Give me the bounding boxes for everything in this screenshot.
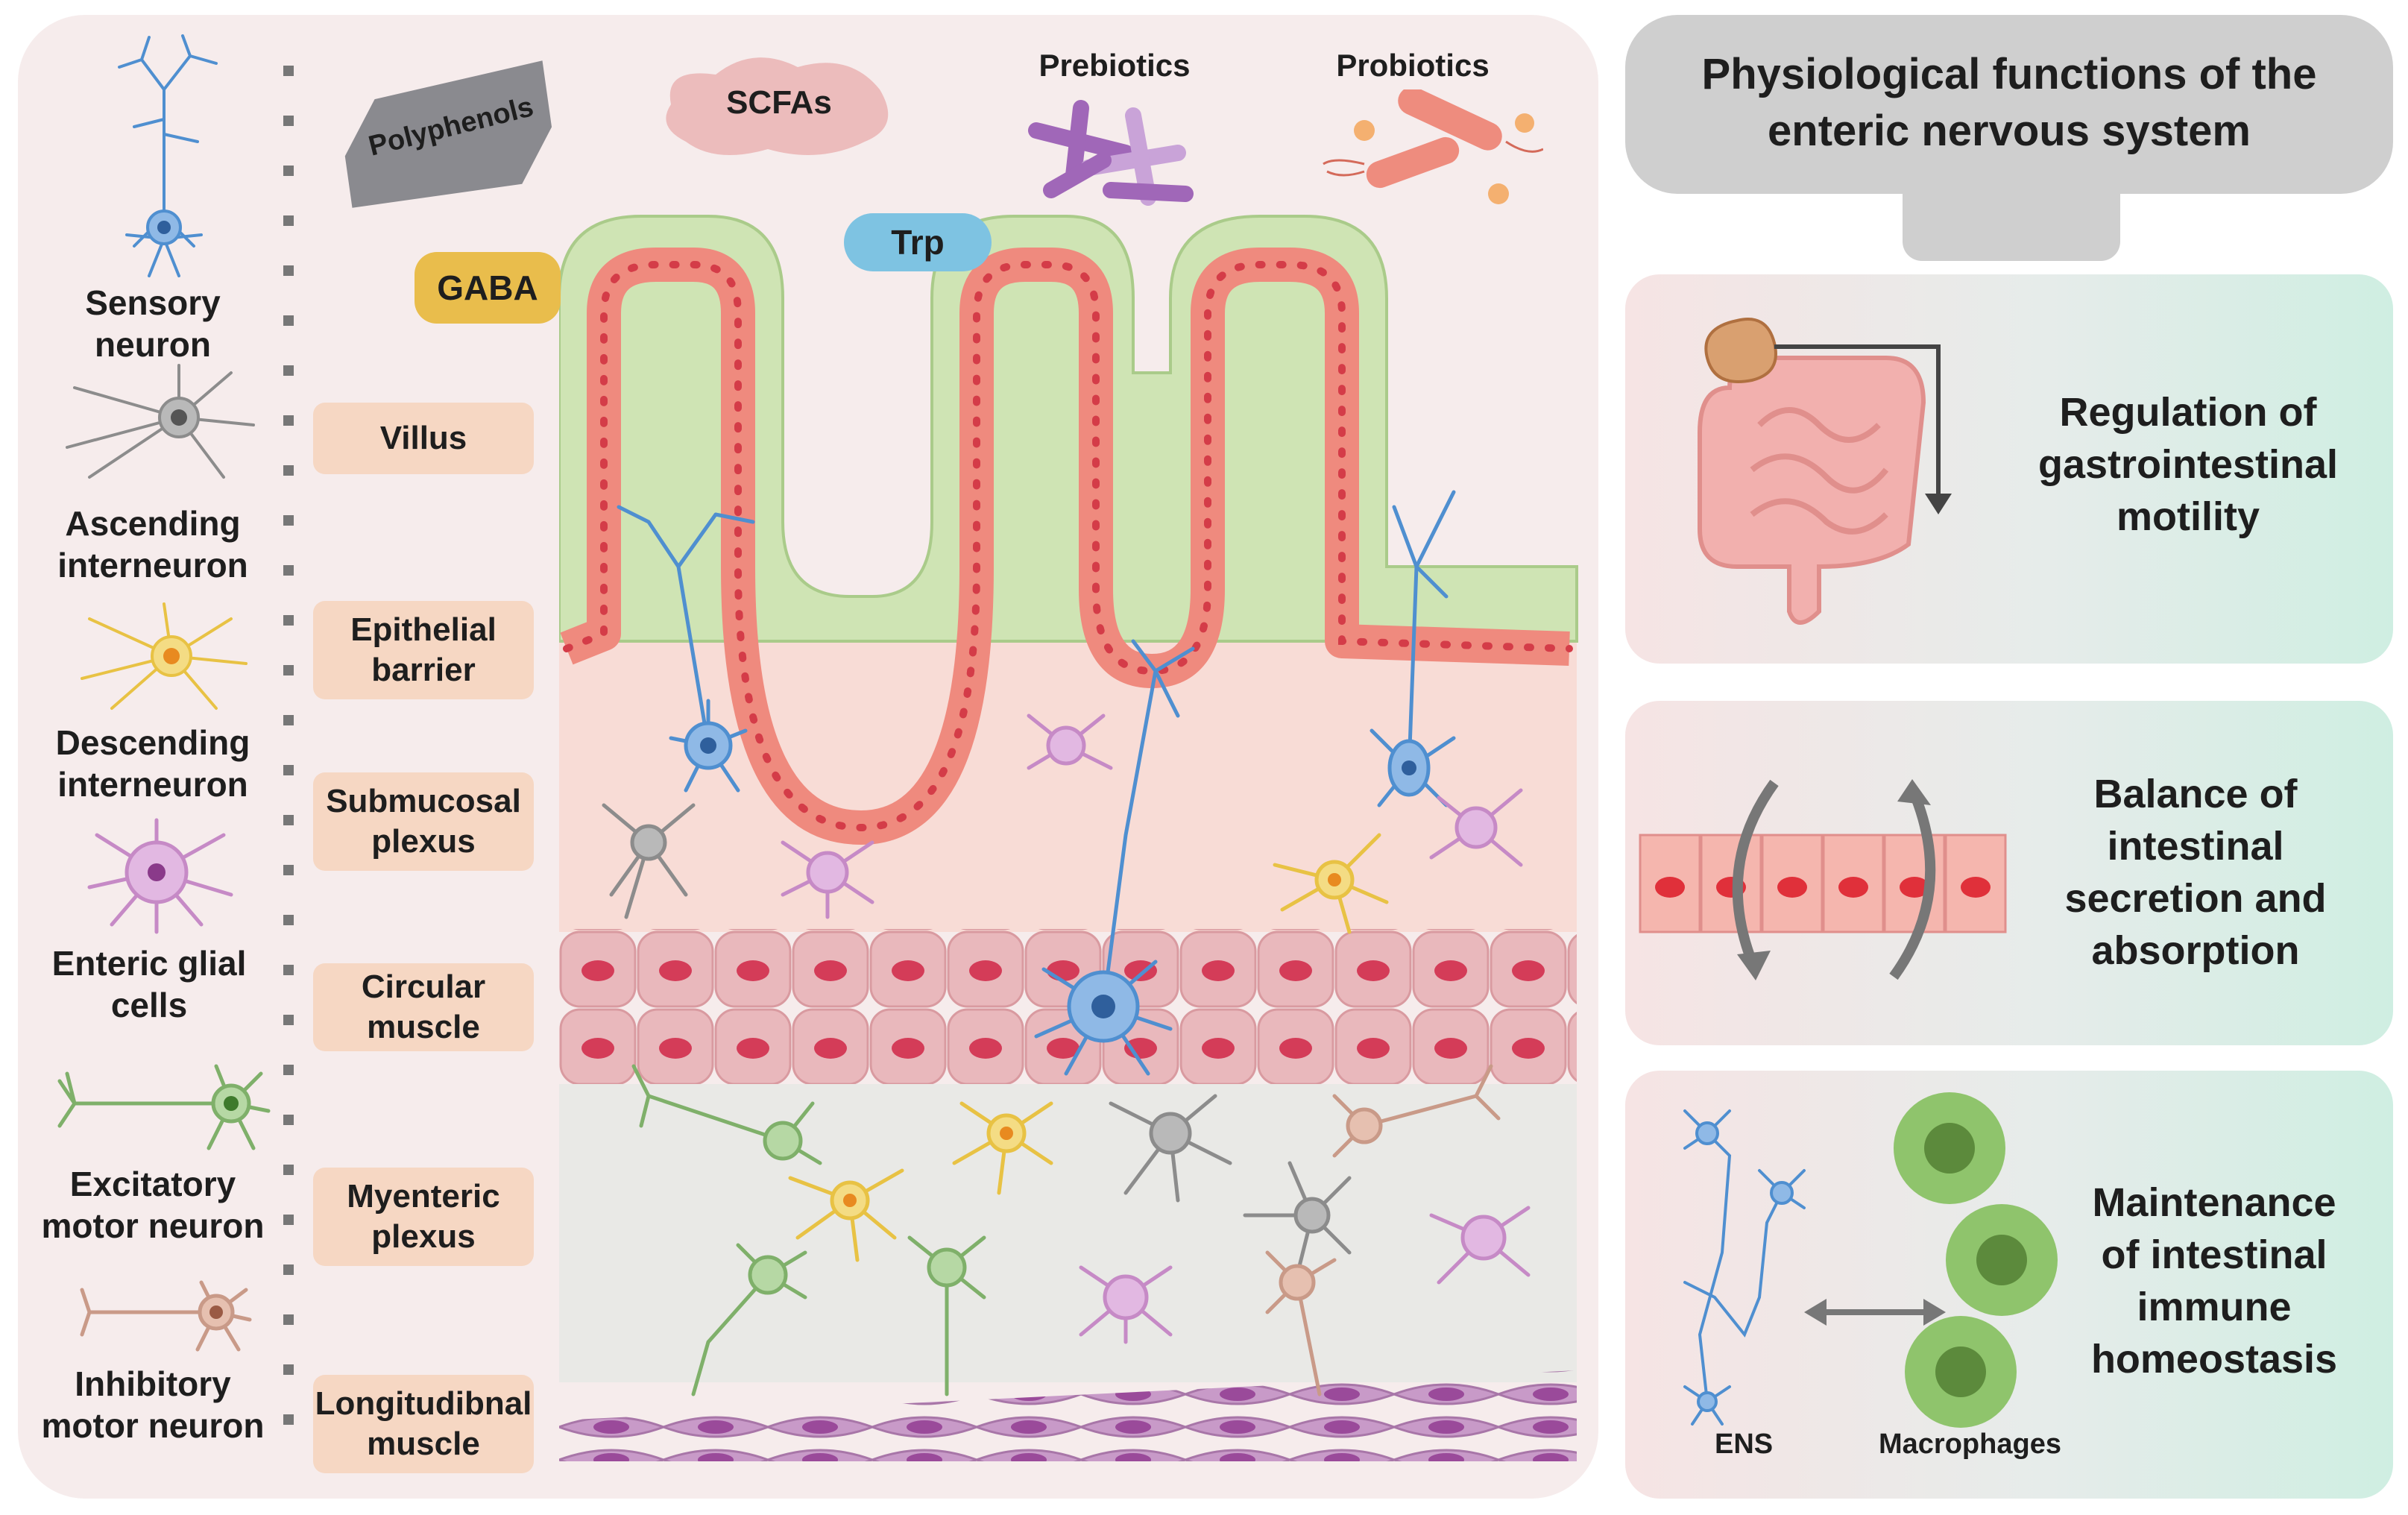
- separator-dot: [283, 1215, 294, 1225]
- intestine-icon: [1698, 318, 1952, 625]
- epithelial-cells-icon: [1639, 779, 2007, 980]
- separator-dot: [283, 965, 294, 975]
- macrophage-cells: [1894, 1092, 2058, 1428]
- separator-dot: [283, 415, 294, 426]
- separator-dot: [283, 1364, 294, 1375]
- inhibitory-motor-neuron-label: Inhibitory motor neuron: [41, 1364, 265, 1445]
- absorption-arrow-head: [1737, 951, 1771, 980]
- mucus-layer: [559, 215, 1578, 643]
- separator-dot: [283, 1065, 294, 1075]
- separator-dot: [283, 1015, 294, 1025]
- myenteric-region: [559, 1084, 1577, 1382]
- intestinal-wall-diagram: [559, 215, 1578, 1461]
- sensory-neuron-label: Sensory neuron: [85, 283, 221, 364]
- epithelium: [560, 248, 1570, 845]
- separator-dot: [283, 166, 294, 176]
- functions-title-stem: [1903, 179, 2120, 261]
- cell-nucleus: [1838, 877, 1868, 898]
- gaba-label: GABA: [415, 252, 561, 324]
- excitatory-motor-neuron-label: Excitatory motor neuron: [41, 1165, 265, 1245]
- separator-dot: [283, 1115, 294, 1125]
- sensory-neuron-tissue-left: [617, 505, 755, 793]
- separator-dot: [283, 116, 294, 126]
- probiotics-icon: [1323, 89, 1543, 204]
- separator-dot: [283, 565, 294, 576]
- cell-nucleus: [1777, 877, 1807, 898]
- separator-dot: [283, 1314, 294, 1325]
- ens-macrophage-icon: [1683, 1092, 2058, 1428]
- separator-dot: [283, 715, 294, 725]
- functions-title: Physiological functions of the enteric n…: [1701, 50, 2317, 155]
- separator-dot: [283, 365, 294, 376]
- scfas-icon: [666, 57, 889, 155]
- enteric-glial-cells-label: Enteric glial cells: [51, 944, 247, 1024]
- separator-dot: [283, 465, 294, 476]
- cell-nucleus: [1655, 877, 1685, 898]
- separator-dot: [283, 1264, 294, 1275]
- longitudinal-muscle-band: [559, 1370, 1577, 1461]
- neuron-legend-icons: [57, 34, 271, 1352]
- separator-dot: [283, 515, 294, 526]
- inhibitory-motor-neuron-icon: [80, 1280, 252, 1352]
- layer-epithelial-barrier: Epithelial barrier: [313, 601, 534, 699]
- macrophages-label: Macrophages: [1879, 1429, 2061, 1460]
- layer-myenteric-plexus: Myenteric plexus: [313, 1168, 534, 1266]
- separator-dot: [283, 66, 294, 76]
- separator-dot: [283, 865, 294, 875]
- ascending-interneuron-tissue: [602, 803, 1352, 1277]
- separator-dot: [283, 315, 294, 326]
- sensory-neuron-icon: [118, 34, 218, 277]
- sensory-neuron-tissue-right: [1370, 490, 1456, 807]
- descending-interneuron-icon: [81, 602, 248, 710]
- secretion-label: Balance of intestinal secretion and abso…: [2064, 772, 2327, 973]
- separator-dot: [283, 665, 294, 675]
- probiotics-label: Probiotics: [1336, 48, 1490, 83]
- motility-label: Regulation of gastrointestinal motility: [2037, 390, 2339, 539]
- descending-interneuron-tissue: [788, 833, 1389, 1262]
- cell-nucleus: [1900, 877, 1929, 898]
- ascending-interneuron-label: Ascending interneuron: [57, 504, 248, 585]
- enteric-glial-cell-icon: [87, 818, 233, 934]
- separator-dot: [283, 1414, 294, 1425]
- separator-dot: [283, 765, 294, 775]
- separator-dot: [283, 815, 294, 825]
- functions-title-box: [1625, 15, 2393, 194]
- inhibitory-motor-neuron-tissue: [1265, 1064, 1501, 1396]
- separator-dot: [283, 1165, 294, 1175]
- prebiotics-icon: [1028, 100, 1194, 206]
- epithelial-cell: [1700, 834, 1762, 933]
- separator-dot: [283, 615, 294, 626]
- cell-nucleus: [1961, 877, 1991, 898]
- secretion-arrow: [1889, 796, 1936, 980]
- enteric-glial-tissue: [781, 714, 1531, 1344]
- separator-dot: [283, 265, 294, 276]
- ens-label: ENS: [1715, 1429, 1774, 1460]
- sensory-neuron-tissue-center: [1034, 639, 1195, 1076]
- layer-villus: Villus: [313, 403, 534, 474]
- separator-dot: [283, 915, 294, 925]
- excitatory-motor-neuron-tissue: [631, 1064, 986, 1396]
- immune-label: Maintenance of intestinal immune homeost…: [2090, 1180, 2338, 1382]
- layer-submucosal-plexus: Submucosal plexus: [313, 772, 534, 871]
- prebiotics-label: Prebiotics: [1038, 48, 1191, 83]
- descending-interneuron-label: Descending interneuron: [55, 723, 250, 804]
- separator-dot: [283, 215, 294, 226]
- trp-label: Trp: [844, 213, 992, 271]
- scfas-label: SCFAs: [726, 84, 832, 121]
- absorption-arrow: [1732, 779, 1779, 964]
- layer-longitudinal-muscle: Longitudibnal muscle: [313, 1375, 534, 1473]
- polyphenols-icon: [344, 60, 552, 208]
- layer-circular-muscle: Circular muscle: [313, 963, 534, 1051]
- excitatory-motor-neuron-icon: [57, 1064, 271, 1150]
- secretion-arrow-head: [1897, 779, 1931, 805]
- ascending-interneuron-icon: [66, 364, 255, 479]
